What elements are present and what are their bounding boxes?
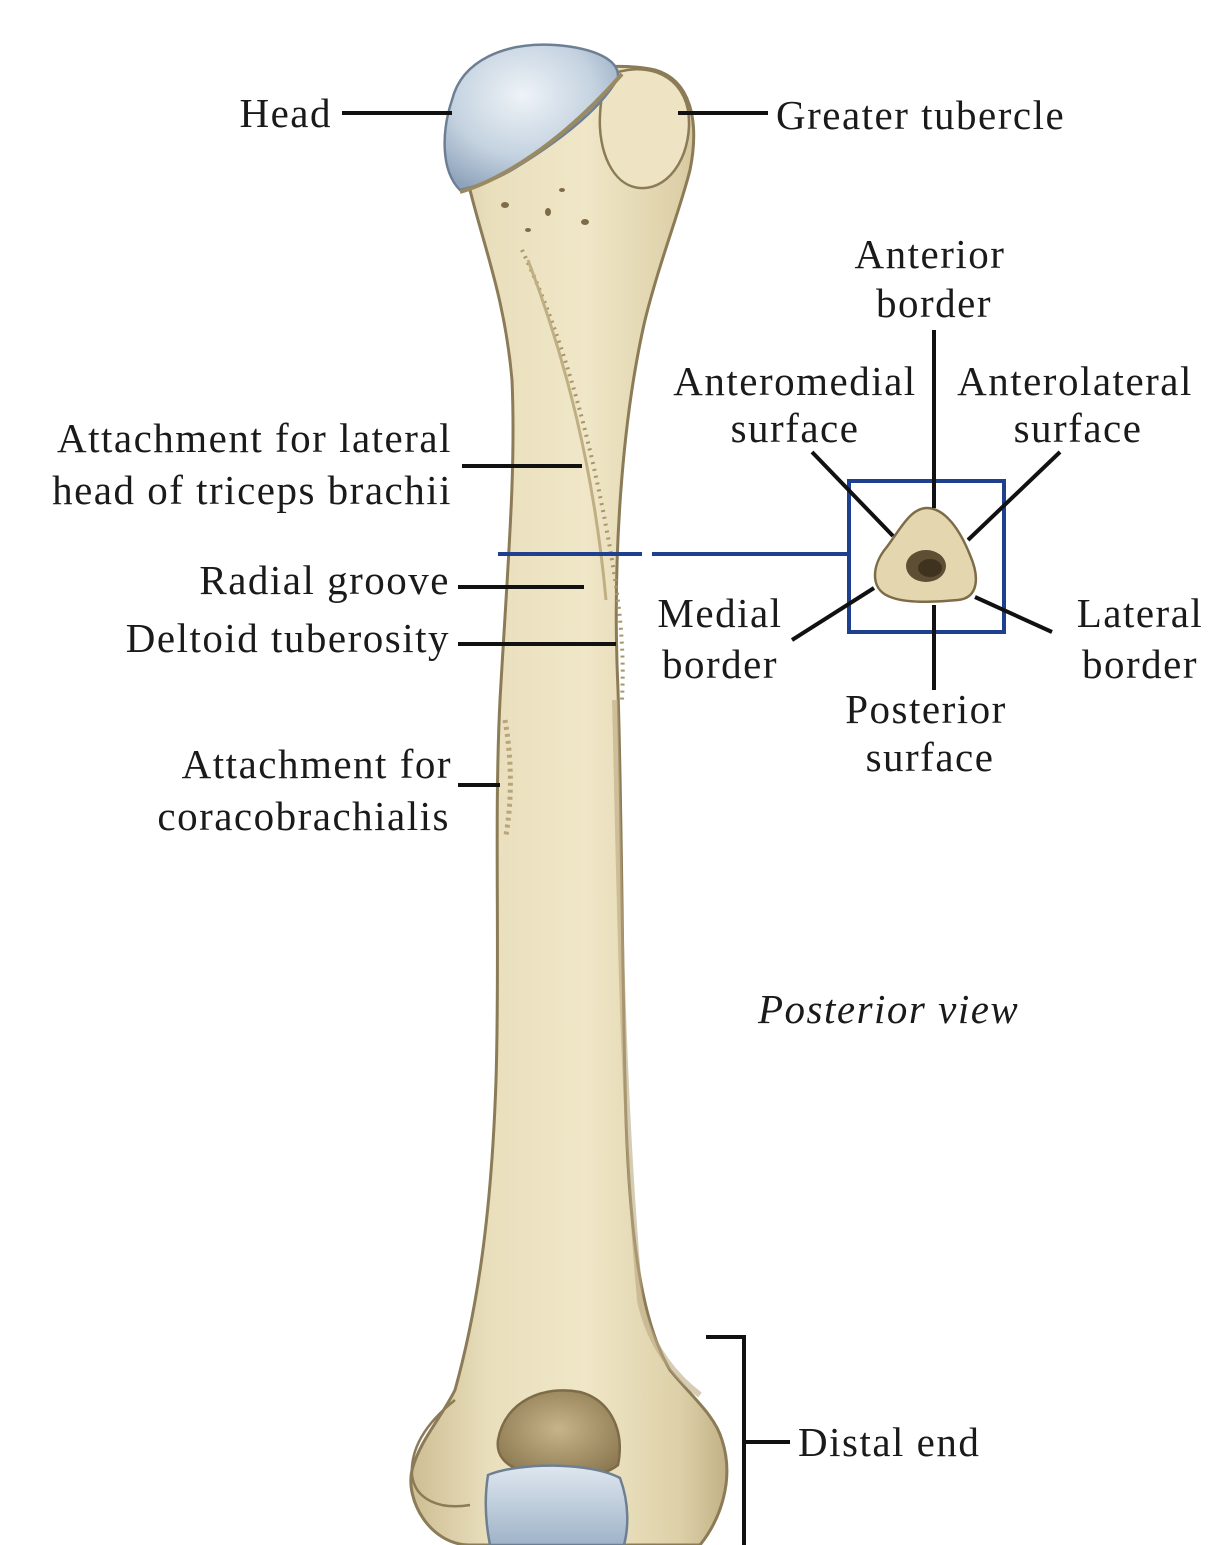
label-posterior-surface-line1: Posterior — [845, 686, 1007, 732]
label-medial-border-line1: Medial — [657, 590, 782, 636]
humerus-bone — [411, 45, 727, 1545]
label-lateral-border-line2: border — [1082, 641, 1198, 687]
label-medial-border-line2: border — [662, 641, 778, 687]
label-anteromedial-line1: Anteromedial — [673, 358, 916, 404]
trochlea-cartilage — [486, 1466, 627, 1545]
cross-section-labels: Anterior border Anteromedial surface Ant… — [657, 231, 1203, 780]
label-anterolateral-line2: surface — [1014, 405, 1143, 451]
label-deltoid-tuberosity: Deltoid tuberosity — [126, 615, 450, 661]
label-lateral-border-line1: Lateral — [1077, 590, 1204, 636]
label-coracobrachialis-line1: Attachment for — [182, 741, 452, 787]
label-triceps-line1: Attachment for lateral — [57, 415, 452, 461]
label-posterior-surface-line2: surface — [866, 734, 995, 780]
medullary-cavity-inner — [918, 559, 942, 577]
label-anterior-border-line1: Anterior — [855, 231, 1006, 277]
label-triceps-line2: head of triceps brachii — [52, 467, 452, 513]
label-distal-end: Distal end — [798, 1419, 980, 1465]
leader-anterolateral-surface — [968, 452, 1060, 540]
label-radial-groove: Radial groove — [199, 557, 450, 603]
label-view-caption: Posterior view — [757, 986, 1019, 1032]
humerus-shaft — [411, 66, 727, 1545]
leader-lateral-border — [975, 597, 1052, 632]
label-anterolateral-line1: Anterolateral — [957, 358, 1193, 404]
label-coracobrachialis-line2: coracobrachialis — [157, 793, 450, 839]
label-anteromedial-line2: surface — [731, 405, 860, 451]
leader-anteromedial-surface — [812, 452, 893, 536]
label-anterior-border-line2: border — [876, 280, 992, 326]
label-head: Head — [239, 90, 332, 136]
label-greater-tubercle: Greater tubercle — [776, 92, 1065, 138]
